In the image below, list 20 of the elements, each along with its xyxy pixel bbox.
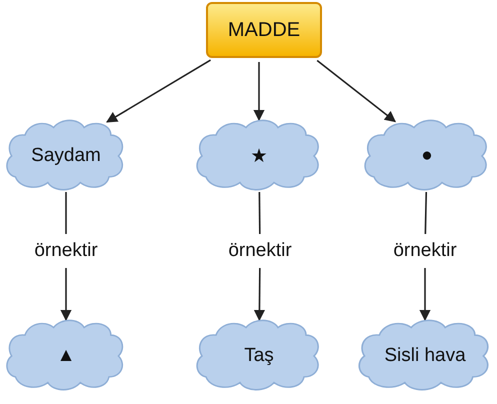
arrow [419, 268, 431, 322]
arrow [60, 268, 72, 322]
arrow [106, 59, 211, 123]
node-label: Taş [244, 345, 274, 367]
node-label: Saydam [31, 145, 101, 167]
node-label: Sisli hava [384, 345, 466, 367]
node-label: ▲ [56, 345, 76, 367]
connector-line [424, 192, 428, 234]
connector-line [258, 192, 261, 234]
link-label: örnektir [393, 240, 457, 262]
link-label: örnektir [34, 240, 98, 262]
connector-line [65, 192, 67, 234]
arrow [316, 60, 396, 122]
node-label: ★ [250, 145, 268, 168]
arrow [254, 268, 266, 322]
arrow [253, 62, 265, 122]
node-label: MADDE [228, 18, 300, 42]
concept-box [206, 2, 322, 58]
node-label: ● [421, 145, 433, 167]
link-label: örnektir [228, 240, 292, 262]
